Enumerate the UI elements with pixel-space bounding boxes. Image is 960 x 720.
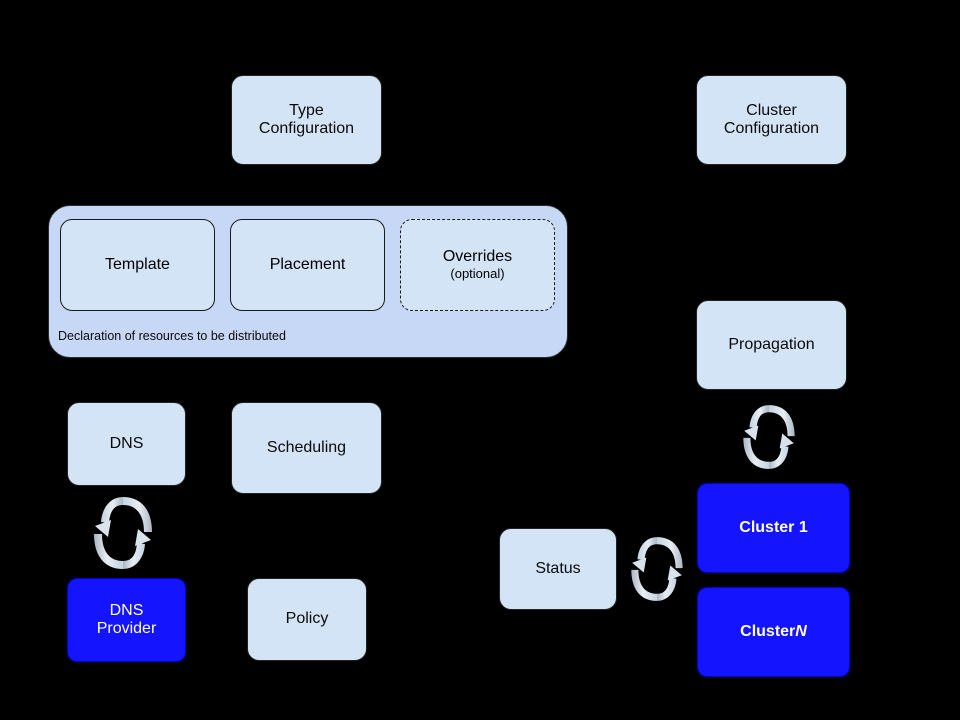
node-policy-label: Policy — [285, 610, 329, 628]
node-cluster-1[interactable]: Cluster 1 — [697, 483, 850, 573]
sync-cycle-icon-dns — [94, 497, 152, 569]
node-cluster-n-prefix: Cluster — [740, 622, 796, 640]
node-placement[interactable]: Placement — [230, 219, 385, 311]
node-policy[interactable]: Policy — [247, 578, 367, 661]
node-type-configuration-label: Type Configuration — [258, 101, 355, 137]
sync-cycle-icon-propagation — [743, 405, 795, 469]
node-propagation-label: Propagation — [728, 335, 815, 353]
node-status-label: Status — [535, 559, 581, 577]
node-overrides[interactable]: Overrides (optional) — [400, 219, 555, 311]
node-cluster-configuration[interactable]: Cluster Configuration — [696, 75, 847, 165]
sync-cycle-icon-status — [631, 537, 683, 601]
node-overrides-label: Overrides — [442, 248, 513, 266]
node-template[interactable]: Template — [60, 219, 215, 311]
node-placement-label: Placement — [269, 255, 346, 273]
node-cluster-n-suffix: N — [795, 622, 807, 640]
node-type-configuration[interactable]: Type Configuration — [231, 75, 382, 165]
node-template-label: Template — [105, 255, 170, 273]
node-cluster-configuration-label: Cluster Configuration — [723, 101, 820, 137]
node-propagation[interactable]: Propagation — [696, 300, 847, 390]
node-dns-provider[interactable]: DNS Provider — [67, 578, 186, 662]
node-scheduling[interactable]: Scheduling — [231, 402, 382, 494]
node-dns-label: DNS — [109, 434, 144, 452]
node-cluster-1-label: Cluster 1 — [739, 518, 808, 536]
node-overrides-sublabel: (optional) — [450, 265, 505, 281]
node-status[interactable]: Status — [499, 528, 617, 610]
node-dns-provider-label: DNS Provider — [96, 601, 157, 637]
node-cluster-n[interactable]: Cluster N — [697, 587, 850, 677]
resource-group-caption: Declaration of resources to be distribut… — [58, 329, 286, 343]
node-dns[interactable]: DNS — [67, 402, 186, 486]
node-scheduling-label: Scheduling — [266, 438, 347, 456]
